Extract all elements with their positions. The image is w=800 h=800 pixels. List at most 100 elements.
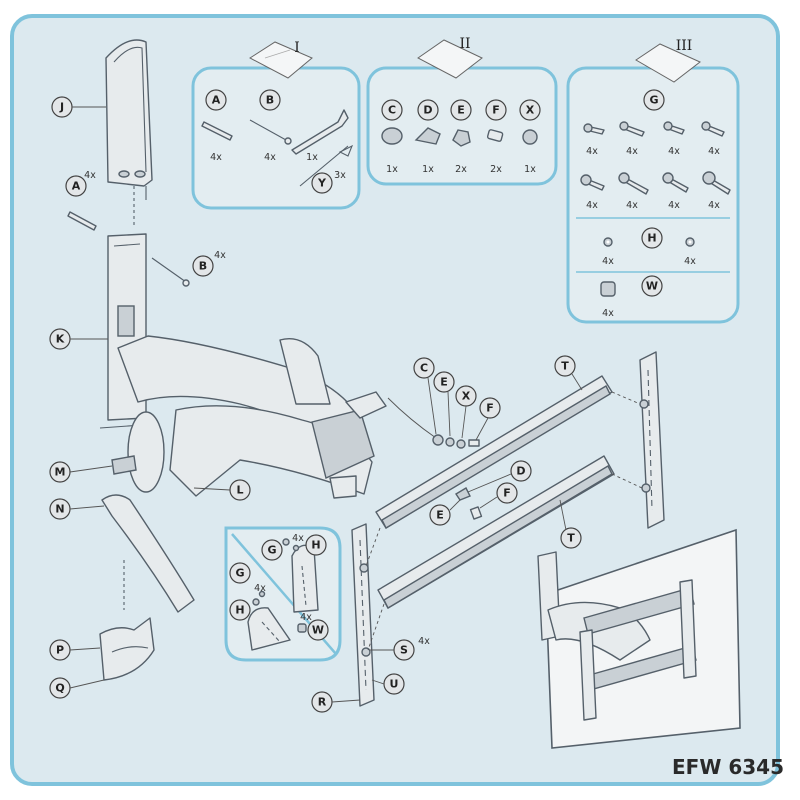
- callout-j: J: [51, 96, 106, 118]
- bolt-b-in-use: B 4x: [151, 250, 226, 287]
- hardware-box-3: III G 4x 4x 4x 4x 4x 4x 4x 4x H 4x 4x W: [566, 38, 740, 324]
- svg-text:C: C: [420, 362, 428, 375]
- svg-text:4x: 4x: [626, 146, 638, 157]
- svg-text:4x: 4x: [684, 256, 696, 267]
- svg-text:4x: 4x: [586, 200, 598, 211]
- svg-text:F: F: [503, 487, 511, 500]
- dowel-part-a: [201, 121, 233, 141]
- svg-text:Q: Q: [55, 682, 64, 695]
- lower-rail-t: T: [377, 455, 615, 609]
- svg-text:4x: 4x: [602, 256, 614, 267]
- svg-text:C: C: [388, 104, 396, 117]
- callout-r: R: [311, 691, 361, 713]
- svg-text:2x: 2x: [455, 164, 467, 175]
- svg-text:4x: 4x: [602, 308, 614, 319]
- svg-text:4x: 4x: [418, 636, 430, 647]
- svg-text:4x: 4x: [254, 583, 266, 594]
- svg-text:W: W: [312, 624, 324, 637]
- spacer-part-f: [486, 129, 504, 142]
- bag-number: III: [676, 38, 693, 54]
- svg-text:G: G: [267, 544, 276, 557]
- svg-text:E: E: [440, 376, 448, 389]
- cable-cover-n: N: [49, 494, 195, 613]
- upper-rail-t: T: [375, 355, 613, 529]
- svg-text:J: J: [59, 101, 64, 114]
- svg-text:4x: 4x: [708, 146, 720, 157]
- svg-text:4x: 4x: [214, 250, 226, 261]
- hardware-bag-icon: [635, 43, 701, 83]
- cap-part-c: [381, 127, 403, 145]
- drill-bit: [299, 145, 349, 187]
- wedge-part-d: [414, 127, 441, 145]
- svg-text:4x: 4x: [668, 200, 680, 211]
- callout-l: L: [193, 479, 251, 501]
- svg-text:G: G: [235, 567, 244, 580]
- svg-text:4x: 4x: [668, 146, 680, 157]
- tv-bracket-left: [351, 523, 385, 707]
- hex-key: [291, 109, 349, 155]
- washer-set-h: [603, 237, 695, 247]
- svg-text:4x: 4x: [300, 612, 312, 623]
- svg-text:R: R: [318, 696, 327, 709]
- callout-k: K: [49, 328, 108, 350]
- callout-d: D: [417, 99, 439, 121]
- callout-a: A: [205, 89, 227, 111]
- hardware-box-2: II C D E F X 1x 1x 2x 2x 1x: [366, 36, 558, 186]
- svg-text:B: B: [266, 94, 274, 107]
- nut-part-e: [452, 129, 471, 147]
- svg-text:A: A: [72, 180, 81, 193]
- hardware-bag-icon: [249, 41, 313, 79]
- callout-e: E: [450, 99, 472, 121]
- svg-text:D: D: [516, 465, 525, 478]
- svg-text:4x: 4x: [708, 200, 720, 211]
- model-number: EFW 6345: [672, 755, 784, 779]
- svg-text:Y: Y: [317, 177, 327, 190]
- svg-text:2x: 2x: [490, 164, 502, 175]
- svg-text:4x: 4x: [292, 533, 304, 544]
- svg-text:4x: 4x: [84, 170, 96, 181]
- svg-text:T: T: [561, 360, 569, 373]
- swing-arm-l: [117, 335, 387, 499]
- svg-text:A: A: [212, 94, 221, 107]
- bag-number: II: [459, 36, 470, 52]
- svg-text:1x: 1x: [524, 164, 536, 175]
- hub-hardware-callouts: C E X F: [387, 357, 501, 449]
- spacer-part-w: [600, 281, 616, 297]
- qty-b: 4x: [264, 152, 276, 163]
- callout-w: W: [641, 275, 663, 297]
- assembled-tv-mount-thumbnail: [537, 528, 741, 749]
- svg-text:L: L: [236, 484, 243, 497]
- svg-text:T: T: [567, 532, 575, 545]
- callout-f: F: [485, 99, 507, 121]
- qty-a: 4x: [210, 152, 222, 163]
- svg-text:W: W: [646, 280, 658, 293]
- svg-text:X: X: [526, 104, 535, 117]
- svg-text:N: N: [55, 503, 64, 516]
- cover-part-j: [105, 39, 153, 226]
- base-cover-p-q: P Q: [49, 617, 155, 699]
- svg-text:K: K: [56, 333, 65, 346]
- callout-c: C: [381, 99, 403, 121]
- svg-text:D: D: [423, 104, 432, 117]
- callout-x: X: [519, 99, 541, 121]
- svg-text:1x: 1x: [386, 164, 398, 175]
- svg-text:4x: 4x: [586, 146, 598, 157]
- hardware-bag-icon: [417, 39, 483, 79]
- svg-text:E: E: [457, 104, 465, 117]
- svg-text:F: F: [486, 402, 494, 415]
- svg-text:H: H: [647, 232, 656, 245]
- svg-text:U: U: [390, 678, 399, 691]
- bag-number: I: [294, 40, 300, 56]
- svg-text:B: B: [199, 260, 207, 273]
- callout-g: G: [643, 89, 665, 111]
- svg-text:S: S: [400, 644, 408, 657]
- svg-text:H: H: [235, 604, 244, 617]
- tv-bracket-right: [611, 351, 665, 529]
- svg-text:X: X: [462, 390, 471, 403]
- qty-hex-key: 1x: [306, 152, 318, 163]
- callout-u: U: [371, 673, 405, 695]
- svg-text:P: P: [56, 644, 64, 657]
- svg-text:4x: 4x: [626, 200, 638, 211]
- bolt-part-b: [249, 119, 287, 141]
